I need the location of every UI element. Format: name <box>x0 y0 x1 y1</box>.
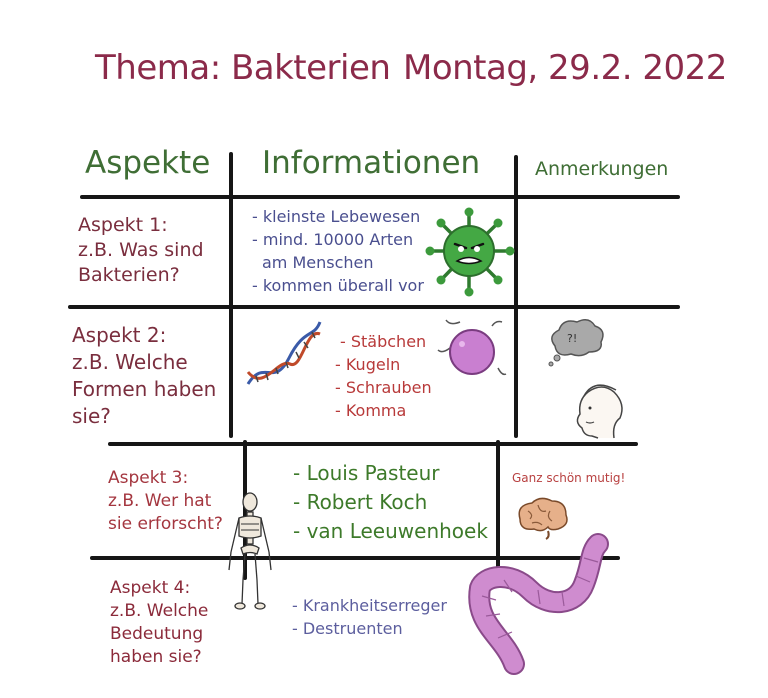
topic-title: Thema: Bakterien <box>95 48 391 88</box>
virus-icon <box>425 207 515 297</box>
header-notes: Anmerkungen <box>535 158 669 180</box>
grid-line-header <box>80 195 680 199</box>
info-row-4: - Krankheitserreger- Destruenten <box>292 596 447 638</box>
grid-line-col2-lower <box>496 440 500 570</box>
grid-line-col2-upper <box>514 155 518 438</box>
grid-line-row1 <box>68 305 680 309</box>
bacterium-icon <box>437 319 507 376</box>
dna-icon <box>246 321 322 385</box>
svg-text:?!: ?! <box>567 332 577 345</box>
skeleton-icon <box>228 492 272 610</box>
date-title: Montag, 29.2. 2022 <box>403 48 727 88</box>
boy-head-icon <box>576 384 623 439</box>
grid-line-col1-upper <box>229 152 233 438</box>
grid-line-row3 <box>90 556 620 560</box>
brain-icon <box>518 497 568 540</box>
note-row-3: Ganz schön mutig! <box>512 471 626 485</box>
thought-cloud-icon: ?! <box>548 319 604 367</box>
worm-icon <box>468 533 609 675</box>
grid-line-row2 <box>108 442 638 446</box>
info-row-2: - Stäbchen- Kugeln- Schrauben- Komma <box>335 332 432 420</box>
info-row-3: - Louis Pasteur- Robert Koch- van Leeuwe… <box>293 461 488 543</box>
header-aspects: Aspekte <box>85 145 211 181</box>
grid-line-col1-lower <box>243 440 247 580</box>
header-information: Informationen <box>262 145 481 181</box>
